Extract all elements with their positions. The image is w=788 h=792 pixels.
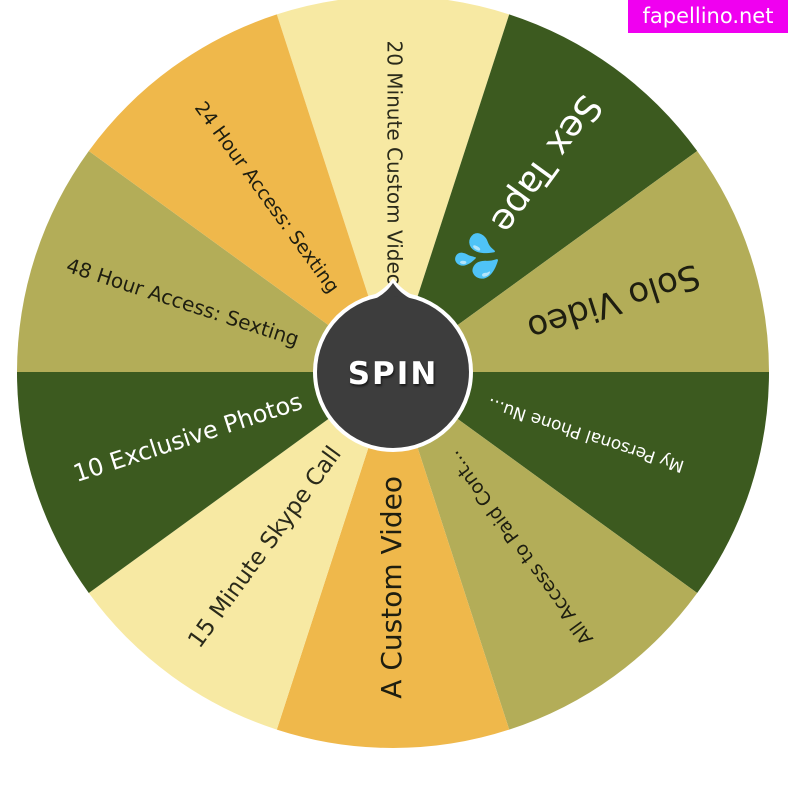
wheel-segment — [17, 372, 393, 594]
wheel-segment-label: 20 Minute Custom Video — [383, 41, 407, 287]
wheel-segment — [393, 372, 769, 594]
wheel-segment — [393, 150, 769, 372]
spin-label[interactable]: SPIN — [348, 356, 439, 392]
wheel-segment — [393, 372, 698, 730]
wheel-segment — [393, 14, 698, 373]
wheel-segment — [17, 150, 393, 372]
spin-button[interactable]: SPIN — [313, 278, 473, 452]
wheel-segment — [276, 372, 510, 748]
wheel-segment — [88, 14, 394, 373]
wheel-segment-label: A Custom Video — [375, 476, 408, 699]
watermark: fapellino.net — [628, 0, 788, 33]
wheel-segment — [276, 0, 510, 372]
wheel-segment — [88, 372, 394, 730]
